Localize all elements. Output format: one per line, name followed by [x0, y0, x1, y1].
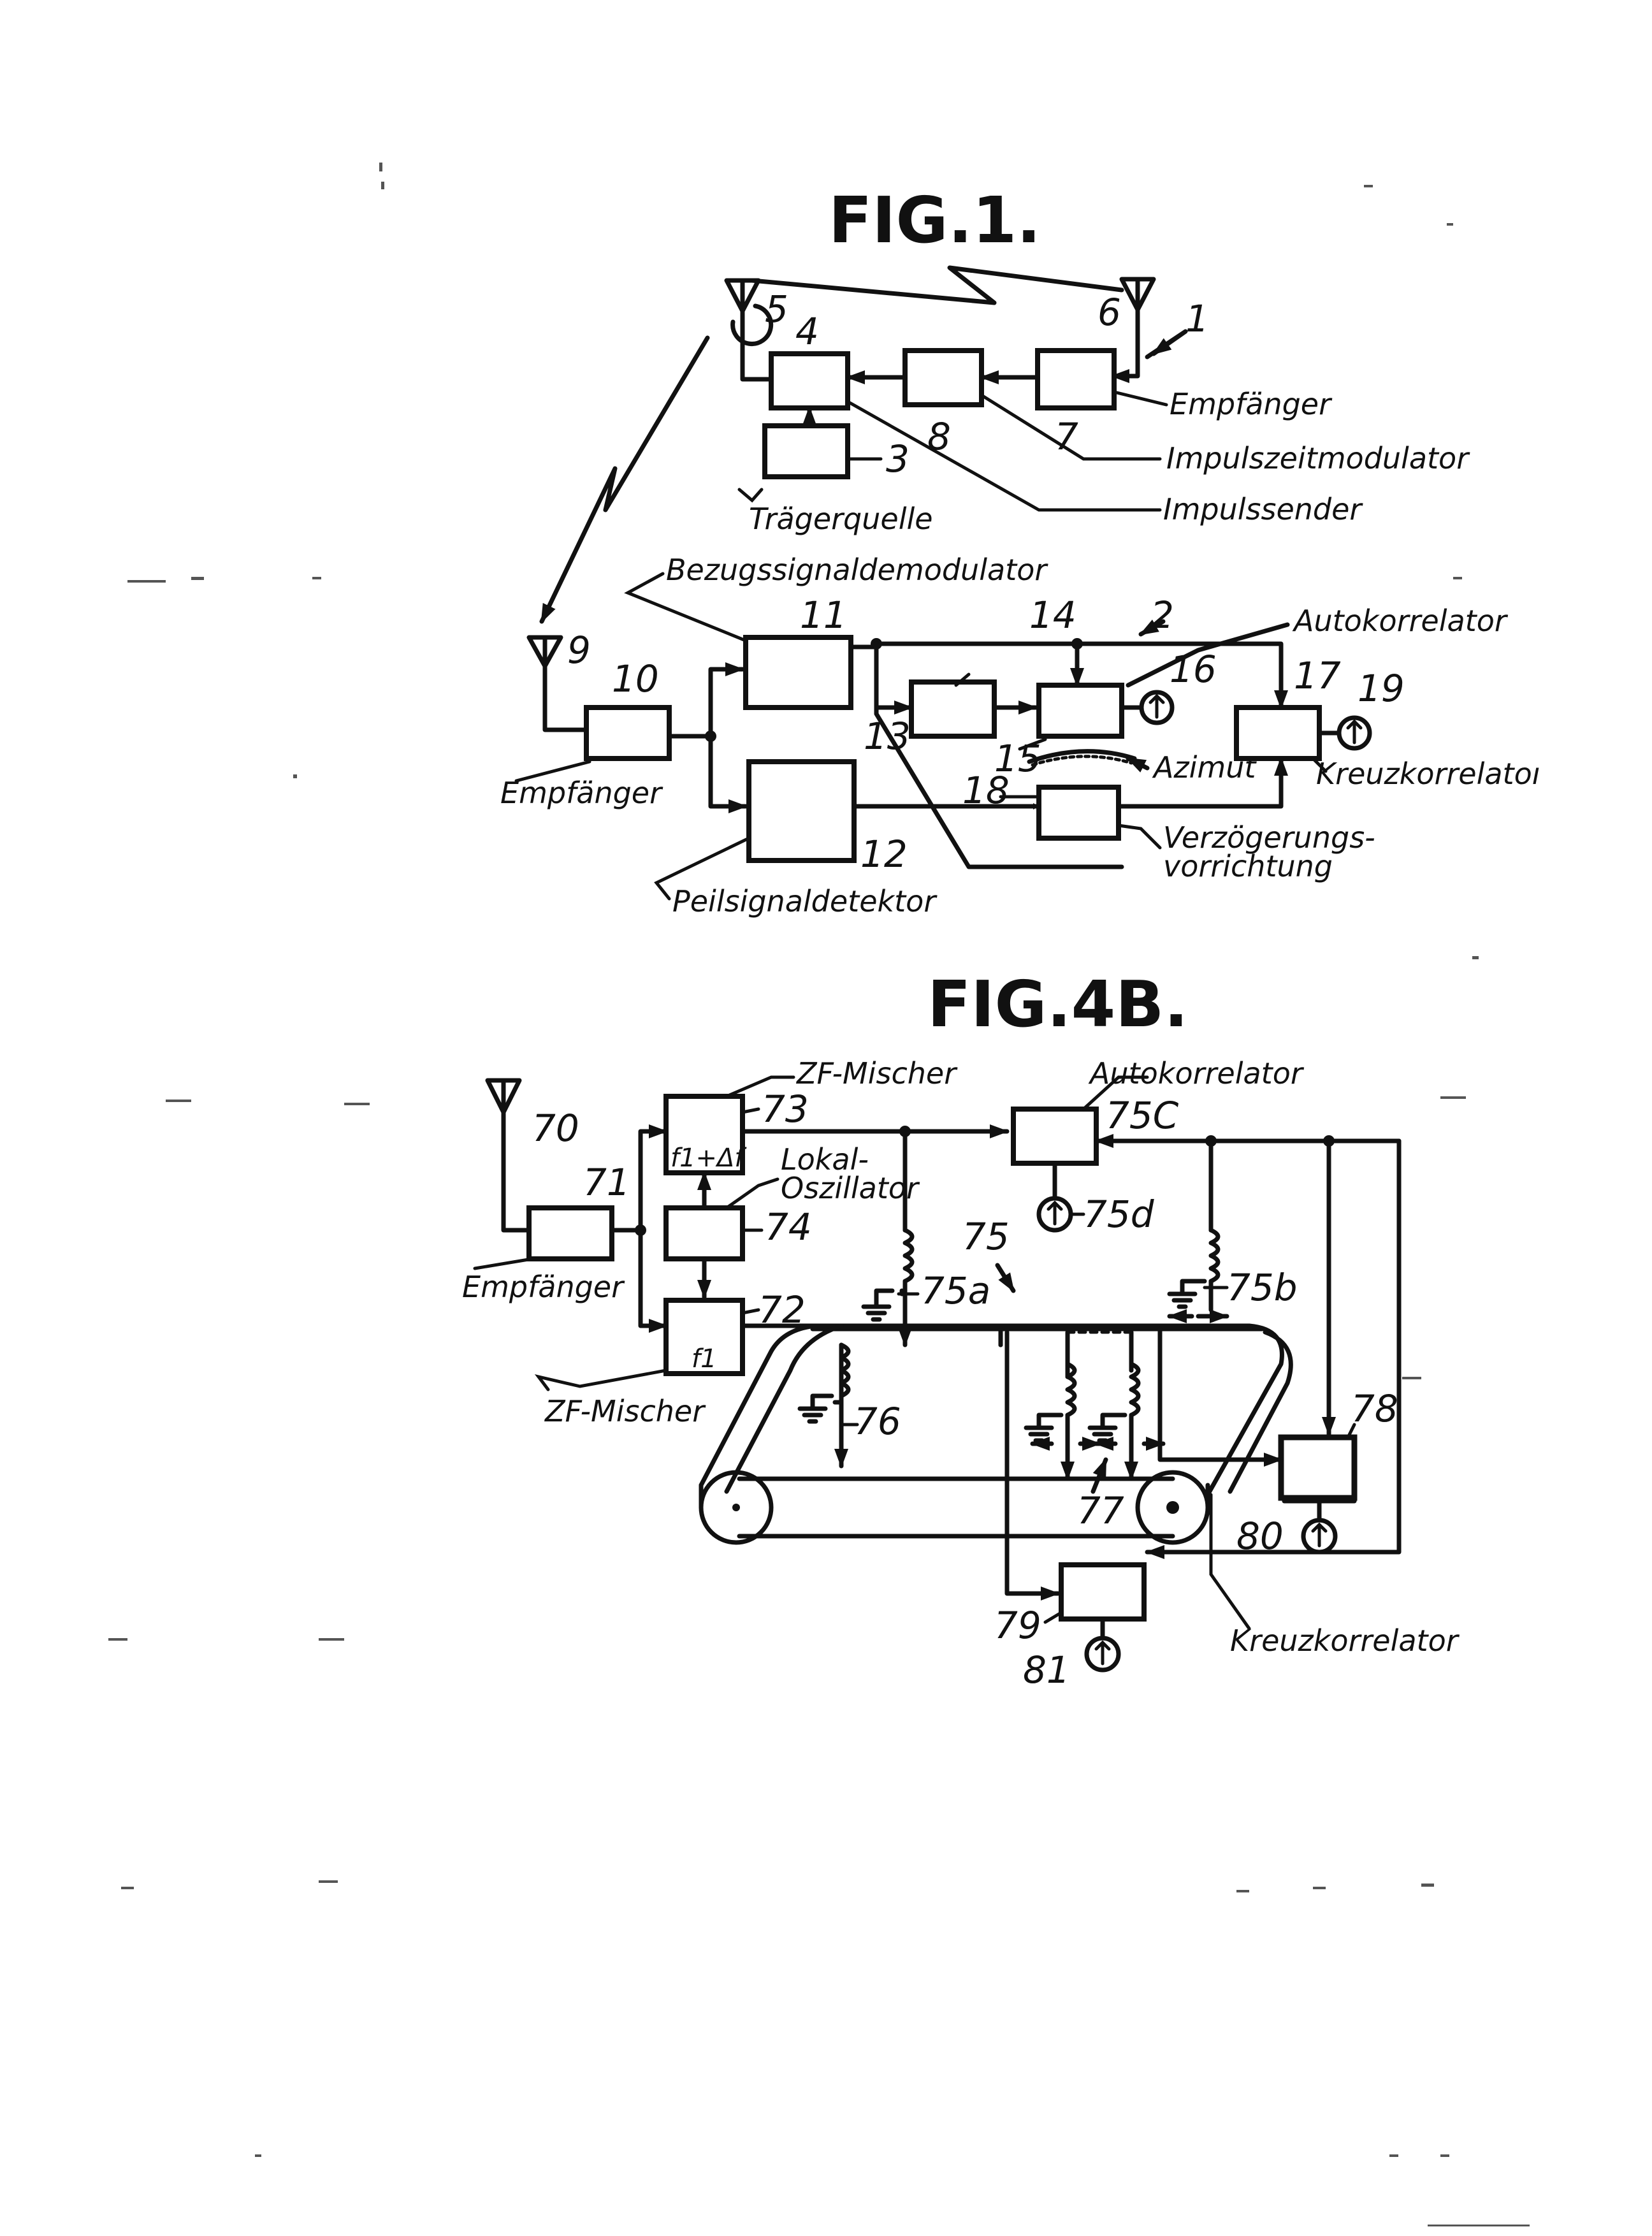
label-bezugssignaldemodulator: Bezugssignaldemodulator: [666, 553, 1048, 587]
arrow-to-73: [641, 1131, 666, 1230]
feed-5-4: [743, 344, 771, 379]
ref-2: 2: [1150, 593, 1174, 637]
box-78-autokorrelator: [1281, 1437, 1354, 1498]
ref-75b: 75b: [1227, 1266, 1298, 1309]
ref-12: 12: [860, 832, 908, 876]
box-autokorrelator: [1039, 685, 1122, 736]
label-peilsignaldetektor: Peilsignaldetektor: [672, 884, 938, 918]
ref-5: 5: [765, 287, 788, 331]
ref-80: 80: [1236, 1514, 1284, 1558]
ref-1: 1: [1185, 297, 1209, 340]
meter-80-needle: [1313, 1525, 1326, 1546]
tape-loop: [701, 1326, 1291, 1543]
label-empfaenger-top: Empfänger: [1170, 387, 1333, 421]
ref-13: 13: [864, 715, 911, 758]
label-autokorrelator: Autokorrelator: [1292, 604, 1509, 638]
box-11-bezugssignaldemodulator: [746, 637, 851, 708]
box-4-impulssender: [771, 354, 848, 408]
fig1-title: FIG.1.: [829, 183, 1041, 258]
ref-arrow-75: [997, 1265, 1013, 1291]
ref-74: 74: [765, 1205, 812, 1249]
box72-text: f1: [692, 1344, 717, 1374]
label-zf-mischer-bottom: ZF-Mischer: [544, 1394, 706, 1428]
arrow-to-12: [711, 736, 746, 806]
box-17-kreuzkorrelator: [1236, 708, 1319, 759]
label-kreuzkorrelator: Kreuzkorrelatoı: [1316, 757, 1540, 791]
label-impulssender: Impulssender: [1163, 492, 1363, 526]
ref-9: 9: [567, 628, 591, 672]
meter-19-needle: [1348, 722, 1361, 743]
ref-17: 17: [1294, 654, 1341, 697]
heads-77: [1026, 1332, 1163, 1479]
ref-arrow-77: [1093, 1460, 1106, 1492]
ref-79: 79: [994, 1604, 1041, 1647]
box-74-lokaloszillator: [666, 1208, 743, 1259]
box-3-traegerquelle: [765, 426, 848, 477]
box73-text: f1+Δf: [670, 1143, 747, 1173]
label-impulszeitmodulator: Impulszeitmodulator: [1166, 441, 1470, 476]
box-10-empfaenger: [586, 708, 669, 759]
leader-traegerquelle: [739, 490, 762, 500]
ref-70: 70: [532, 1107, 579, 1150]
label-kreuzkorrelator-4b: Kreuzkorrelator: [1230, 1623, 1460, 1658]
ref-73: 73: [762, 1087, 809, 1131]
bus-to-79: [1147, 1141, 1399, 1552]
ref-77: 77: [1077, 1489, 1124, 1532]
ref-11: 11: [800, 593, 847, 637]
box-78-shadow: [1284, 1441, 1354, 1501]
arrow-to-11: [711, 669, 743, 736]
antenna-5: [727, 280, 758, 344]
box-7-empfaenger: [1038, 351, 1114, 408]
ref-3: 3: [886, 437, 909, 481]
fig4b-title: FIG.4B.: [927, 967, 1188, 1042]
antenna-70: [488, 1080, 529, 1230]
leader-empfaenger-top: [1114, 392, 1166, 405]
label-traegerquelle: Trägerquelle: [749, 502, 933, 536]
box-8-impulszeitmodulator: [905, 351, 982, 405]
box-12-peilsignaldetektor: [749, 762, 854, 860]
label-autokorrelator-4b: Autokorrelator: [1088, 1056, 1305, 1091]
leader-verzoegerung: [1119, 825, 1160, 848]
label-zf-mischer-top: ZF-Mischer: [795, 1056, 958, 1091]
leader-empfaenger-4b: [475, 1259, 532, 1268]
head-75b: [1170, 1230, 1227, 1316]
ref-81: 81: [1023, 1648, 1070, 1692]
ref-14: 14: [1029, 593, 1076, 637]
ref-75: 75: [962, 1215, 1010, 1258]
box-75c-autokorrelator: [1013, 1109, 1096, 1163]
box-13: [911, 682, 994, 736]
line-to-79-left: [1007, 1332, 1058, 1594]
meter-75d-needle: [1048, 1203, 1061, 1224]
box-71-empfaenger: [529, 1208, 612, 1259]
figure-4b: FIG.4B. 70 71 Empfänger f1+Δf 73 ZF-Misc…: [462, 967, 1460, 1692]
ref-76: 76: [854, 1400, 901, 1443]
label-empfaenger-bottom: Empfänger: [500, 776, 663, 810]
meter-16-needle: [1150, 696, 1163, 717]
ref-arrow-1: [1147, 331, 1185, 357]
ref-6: 6: [1098, 291, 1121, 334]
ref-75d: 75d: [1083, 1193, 1155, 1236]
radio-link-5-6: [752, 268, 1122, 303]
figure-1: FIG.1. 5 6 4 8 7 3 1 Empfänger Impulszei…: [500, 183, 1540, 918]
head-76: [800, 1345, 848, 1466]
ref-78: 78: [1351, 1387, 1398, 1430]
label-empfaenger-4b: Empfänger: [462, 1270, 625, 1304]
label-lokal-2: Oszillator: [781, 1171, 920, 1205]
ref-4: 4: [795, 310, 819, 353]
leader-lokaloszillator: [727, 1179, 778, 1208]
label-verzoegerung-2: vorrichtung: [1163, 849, 1333, 883]
arrow-to-13: [876, 644, 911, 708]
arrow-to-72: [641, 1230, 666, 1326]
meter-81-needle: [1096, 1643, 1109, 1664]
box-79-kreuzkorrelator: [1061, 1565, 1144, 1619]
ref-75c: 75C: [1106, 1094, 1179, 1137]
ref-71: 71: [583, 1161, 630, 1204]
leader-zf-mischer-bottom: [539, 1370, 666, 1390]
ref-75a: 75a: [921, 1269, 990, 1312]
ref-19: 19: [1358, 667, 1405, 710]
ref-10: 10: [612, 657, 659, 701]
box-18-verzoegerungsvorrichtung: [1039, 787, 1119, 838]
